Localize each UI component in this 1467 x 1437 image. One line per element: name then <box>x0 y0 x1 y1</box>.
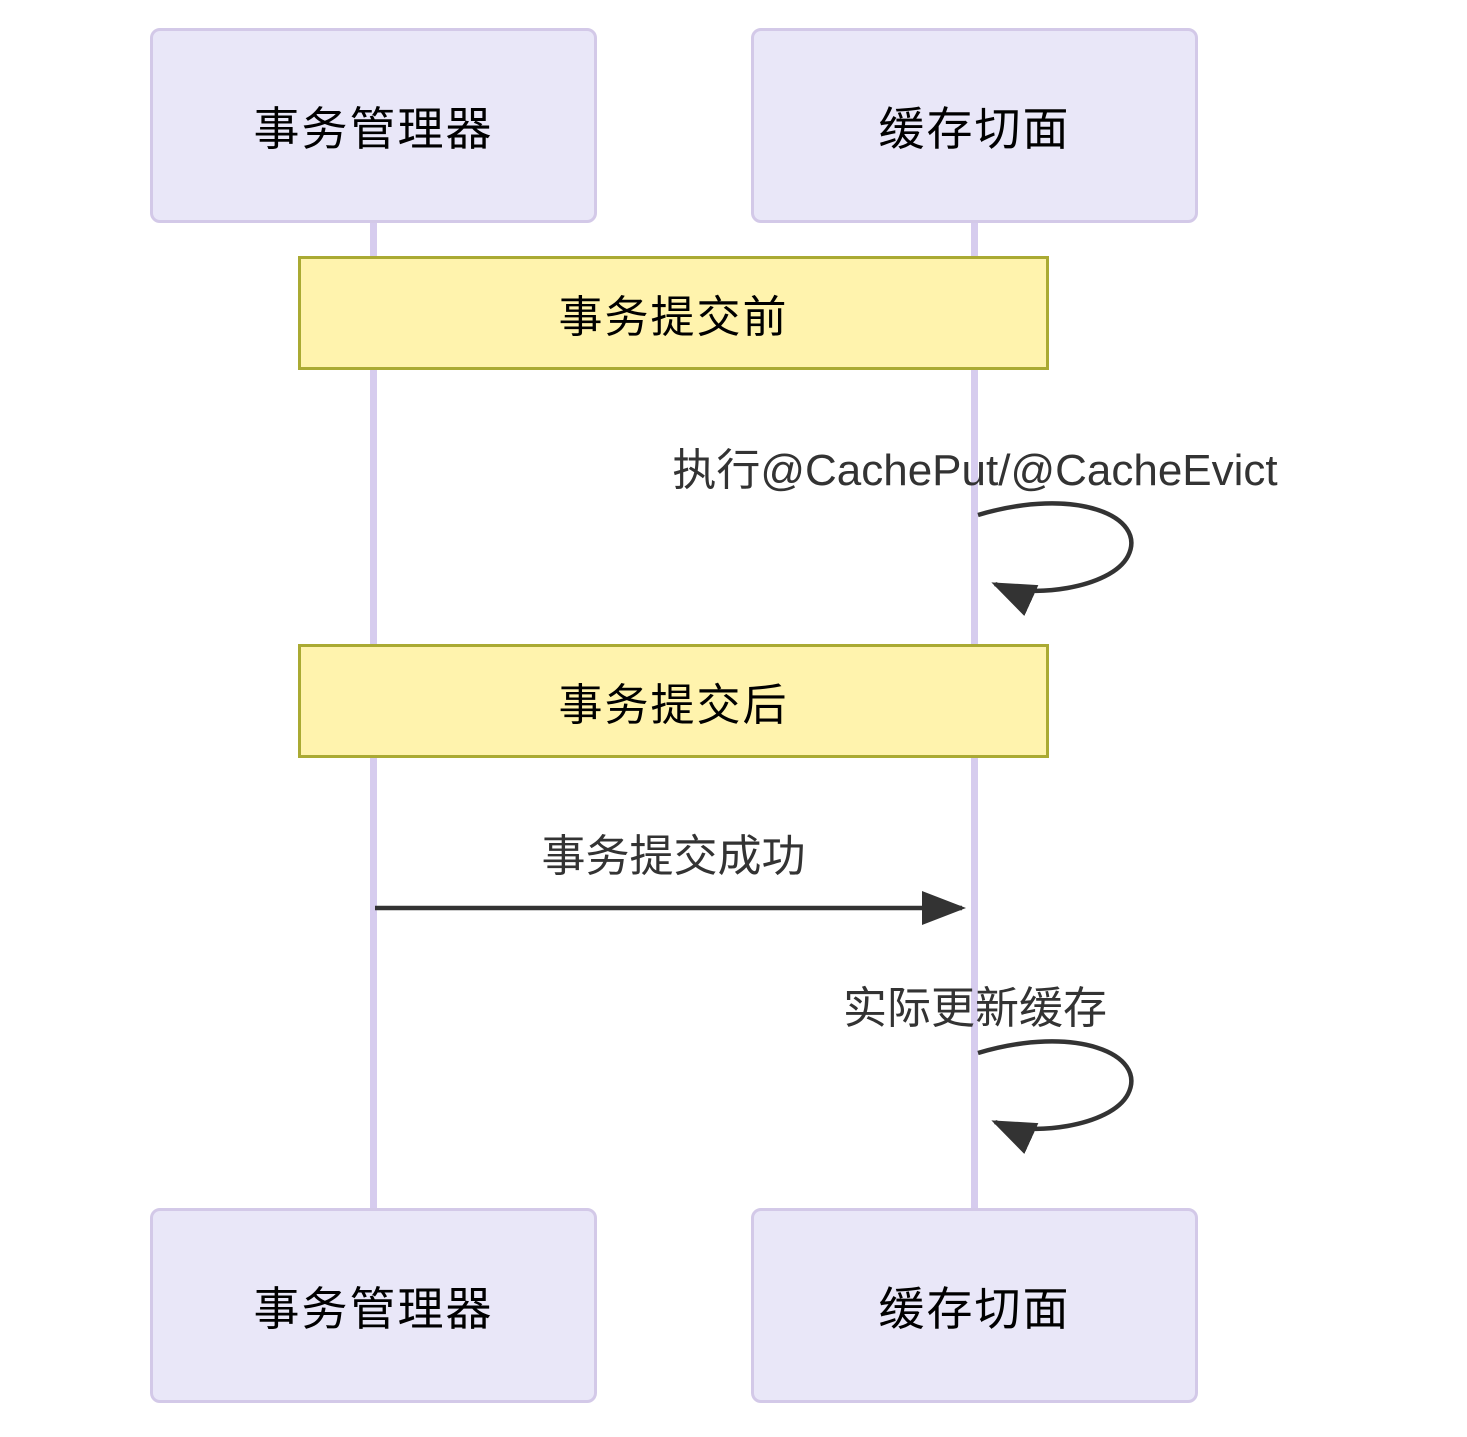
actor-label: 缓存切面 <box>878 1282 1071 1335</box>
actor-cache-aspect-bottom: 缓存切面 <box>751 1208 1198 1403</box>
actor-label: 事务管理器 <box>253 102 494 155</box>
message-label-cacheput: 执行@CachePut/@CacheEvict <box>672 446 1278 495</box>
note-label: 事务提交后 <box>558 681 789 730</box>
actor-transaction-manager-top: 事务管理器 <box>150 28 597 223</box>
message-label-update-cache: 实际更新缓存 <box>843 984 1107 1033</box>
note-label: 事务提交前 <box>558 293 789 342</box>
self-loop-arrow-cacheput <box>977 501 1134 616</box>
actor-transaction-manager-bottom: 事务管理器 <box>150 1208 597 1403</box>
actor-label: 事务管理器 <box>253 1282 494 1335</box>
self-loop-arrow-update-cache <box>977 1039 1134 1154</box>
actor-label: 缓存切面 <box>878 102 1071 155</box>
actor-cache-aspect-top: 缓存切面 <box>751 28 1198 223</box>
note-before-commit: 事务提交前 <box>298 256 1049 370</box>
note-after-commit: 事务提交后 <box>298 644 1049 758</box>
message-label-commit-success: 事务提交成功 <box>541 832 806 881</box>
